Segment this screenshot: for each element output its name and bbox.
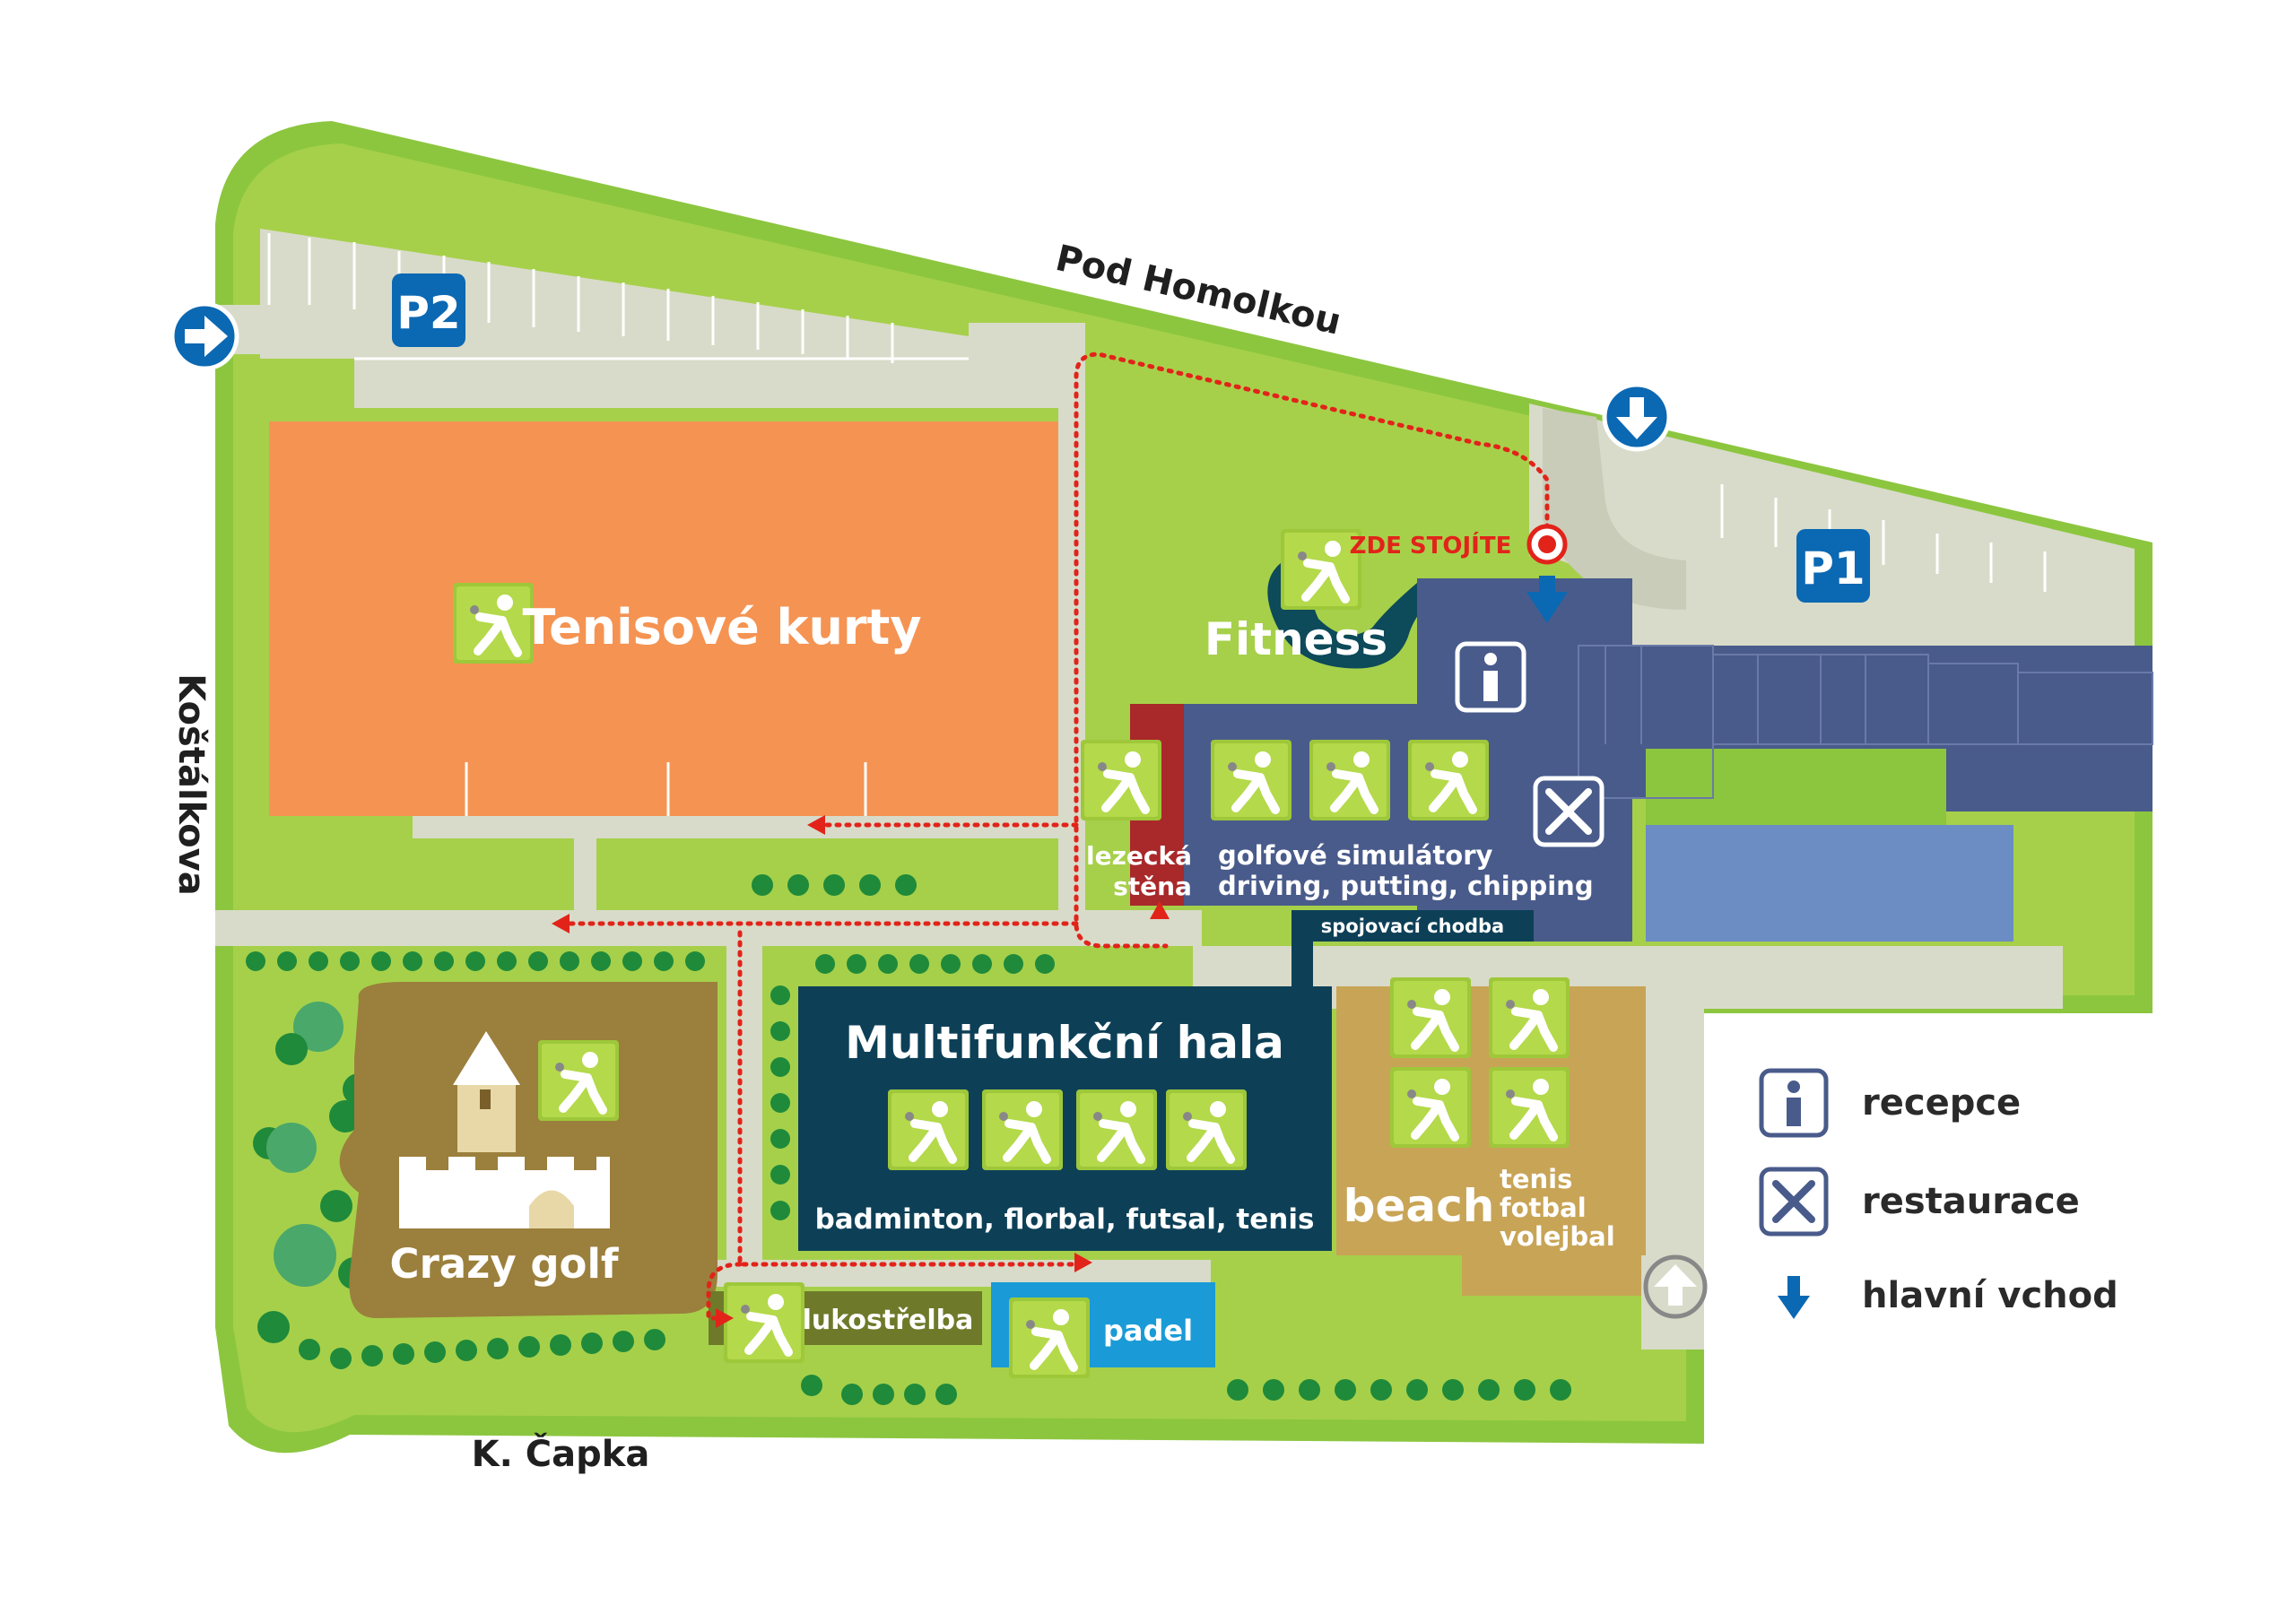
beach-sport-3: volejbal [1500, 1221, 1615, 1252]
corridor-label: spojovací chodba [1321, 916, 1504, 937]
padel-icon [1009, 1298, 1090, 1378]
beach-sport-2: fotbal [1500, 1193, 1587, 1223]
p2-access-road [215, 305, 359, 354]
golf-label-2: driving, putting, chipping [1218, 871, 1594, 901]
map-legend: recepce restaurace hlavní vchod [1758, 1058, 2224, 1399]
crazy-golf-label: Crazy golf [390, 1240, 619, 1288]
fitness-label: Fitness [1205, 613, 1387, 665]
building-annex [1646, 825, 2013, 942]
hall-sports-label: badminton, florbal, futsal, tenis [815, 1203, 1315, 1236]
hedge-rows [246, 874, 1571, 1405]
legend-main-entrance: hlavní vchod [1758, 1260, 2118, 1332]
badminton-icon [888, 1089, 969, 1170]
golf-chipping-icon [1408, 740, 1489, 820]
legend-reception-label: recepce [1862, 1082, 2022, 1124]
legend-restaurant-label: restaurace [1862, 1181, 2080, 1222]
climbing-icon [1081, 740, 1161, 820]
golf-label-1: golfové simulátory [1218, 840, 1492, 871]
florbal-icon [982, 1089, 1063, 1170]
climbing-label-1: lezecká [1086, 841, 1192, 871]
legend-reception-icon [1759, 1068, 1829, 1138]
west-vertical-path [1058, 377, 1085, 933]
restaurant-icon [1533, 776, 1605, 847]
archery-label: lukostřelba [803, 1305, 974, 1336]
building-extension [1946, 749, 2152, 812]
entrance-arrow-icon [1526, 576, 1568, 623]
futsal-icon [1076, 1089, 1157, 1170]
building-inner-grass [1646, 749, 1946, 825]
parking-p1-sign: P1 [1796, 529, 1870, 603]
path-tennis-south-link [574, 834, 596, 915]
crazy-golf-icon [538, 1040, 619, 1121]
street-k-capka: K. Čapka [472, 1432, 650, 1475]
tennis-court-lines [465, 762, 867, 816]
golf-putting-icon [1309, 740, 1390, 820]
entry-arrow-west-icon [170, 301, 239, 371]
walking-route [562, 352, 1550, 1321]
legend-restaurant-icon [1759, 1167, 1829, 1237]
path-to-hall [726, 933, 762, 1309]
main-road-west [215, 910, 1202, 946]
exit-arrow-up-icon [1643, 1254, 1708, 1319]
you-are-here-label: ZDE STOJÍTE [1350, 531, 1512, 560]
beach-football-icon-2 [1489, 1067, 1570, 1148]
street-kostalkova: Koštálkova [170, 673, 212, 895]
legend-reception: recepce [1758, 1067, 2021, 1139]
p1-loop [1543, 408, 1686, 610]
tennis-courts-area [269, 421, 1058, 816]
path-tennis-south [413, 816, 1058, 838]
building-walls [1578, 645, 2153, 799]
entry-arrow-north-icon [1602, 382, 1672, 452]
legend-restaurant: restaurace [1758, 1166, 2080, 1237]
climbing-label-2: stěna [1113, 872, 1192, 901]
hall-title: Multifunkční hala [845, 1017, 1284, 1069]
beach-tennis-icon [1390, 1067, 1471, 1148]
you-are-here-marker [1526, 524, 1568, 565]
beach-volleyball-icon [1390, 977, 1471, 1058]
p1-label: P1 [1801, 542, 1865, 595]
castle-icon [399, 1031, 610, 1228]
legend-entrance-arrow-icon [1778, 1276, 1810, 1319]
corridor-link [1292, 942, 1313, 991]
padel-label: padel [1103, 1314, 1193, 1348]
crazy-golf-area [339, 982, 718, 1318]
route-arrows [552, 815, 1170, 1328]
corridor [1292, 910, 1534, 942]
reception-icon [1455, 641, 1526, 713]
hall-tennis-icon [1166, 1089, 1247, 1170]
p2-label: P2 [396, 287, 460, 339]
beach-sport-1: tenis [1500, 1164, 1572, 1194]
tennis-label: Tenisové kurty [522, 599, 921, 655]
legend-main-entrance-label: hlavní vchod [1862, 1275, 2118, 1316]
archery-icon [724, 1282, 804, 1363]
beach-title: beach [1344, 1180, 1495, 1232]
beach-football-icon [1489, 977, 1570, 1058]
beach-bottom [1462, 1255, 1641, 1296]
golf-driving-icon [1211, 740, 1292, 820]
parking-p2-sign: P2 [392, 273, 465, 347]
